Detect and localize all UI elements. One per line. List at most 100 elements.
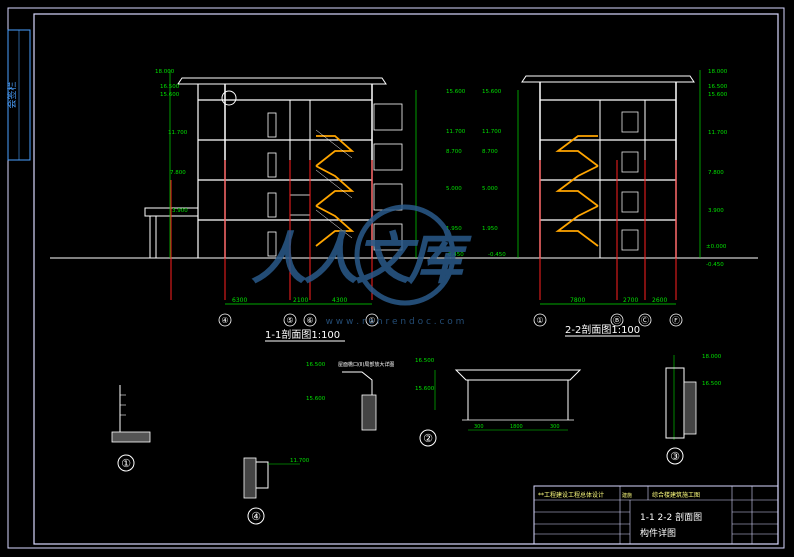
section-1-1-title: 1-1剖面图1:100 <box>265 328 340 341</box>
level-l-2-2: 8.700 <box>482 149 498 155</box>
axis-label-2-1: Ⓑ <box>613 316 621 325</box>
level-r-2-1: 16.500 <box>708 84 728 90</box>
level-r-1-0: 15.600 <box>446 89 466 95</box>
level-l-2-3: 5.000 <box>482 186 498 192</box>
detail-1-bubble <box>117 454 135 472</box>
axis-label-1-0: ④ <box>221 316 228 325</box>
eave-dim-0: 300 <box>474 424 484 430</box>
eave-cap <box>454 369 582 381</box>
dim-2-2: 2600 <box>652 297 667 304</box>
stair-flight-2-1 <box>555 135 599 167</box>
detail-2b-level-1: 15.600 <box>415 386 435 392</box>
level-l-1-5: 3.900 <box>172 208 188 214</box>
detail-3: 18.000 16.500 ③ <box>665 354 722 465</box>
axis-label-1-1: ⑤ <box>286 316 293 325</box>
detail-eave: 300 1800 300 <box>454 369 582 431</box>
level-r-2-4: 7.800 <box>708 170 724 176</box>
dim-1-1: 2100 <box>293 297 308 304</box>
outer-frame <box>7 7 785 549</box>
detail-3-bubble <box>666 447 684 465</box>
detail-4: 11.700 ④ <box>243 457 310 525</box>
axis-bubble-2-3 <box>669 313 683 327</box>
axis-bubble-1-0 <box>218 313 232 327</box>
dim-2-0: 7800 <box>570 297 585 304</box>
axis-label-1-3: ① <box>368 316 375 325</box>
level-r-2-5: 3.900 <box>708 208 724 214</box>
eave-dim-2: 300 <box>550 424 560 430</box>
watermark: 人人文库 w w w . r e n r e n d o c . c o m <box>251 204 476 327</box>
stair-rail-2 <box>315 169 353 199</box>
level-l-2-4: 1.950 <box>482 226 498 232</box>
title-block-frame <box>533 485 779 545</box>
stair-flight-2-3 <box>555 205 599 247</box>
tb-drawing-name-2: 构件详图 <box>640 527 676 539</box>
level-l-1-3: 11.700 <box>168 130 188 136</box>
level-marker-circle <box>221 90 237 106</box>
detail-3-wall <box>683 381 697 435</box>
level-r-1-4: 1.950 <box>446 226 462 232</box>
detail-2b-level-0: 16.500 <box>415 358 435 364</box>
stair-flight-3 <box>315 205 355 247</box>
detail-4-bubble <box>247 507 265 525</box>
tb-school: **工程建设工程总体设计 <box>538 491 604 499</box>
level-r-2-0: 18.000 <box>708 69 728 75</box>
level-l-2-1: 11.700 <box>482 129 502 135</box>
axis-label-2-0: ① <box>536 316 543 325</box>
tower-window-2 <box>373 143 403 171</box>
detail-3-level-1: 16.500 <box>702 381 722 387</box>
dim-1-0: 6300 <box>232 297 247 304</box>
door-3 <box>267 192 277 218</box>
detail-3-label: ③ <box>670 450 680 463</box>
window-2-3 <box>621 191 639 213</box>
inner-frame <box>33 13 779 545</box>
axis-bubble-2-1 <box>610 313 624 327</box>
tower-window-4 <box>373 223 403 251</box>
watermark-ring <box>354 204 456 306</box>
detail-1-label: ① <box>121 457 131 470</box>
roof-cornice-1 <box>177 77 387 85</box>
section-2-2-title: 2-2剖面图1:100 <box>565 323 640 336</box>
level-l-2-0: 15.600 <box>482 89 502 95</box>
watermark-url: w w w . r e n r e n d o c . c o m <box>326 317 465 327</box>
detail-2-level-0: 16.500 <box>306 362 326 368</box>
stair-rail-3 <box>315 209 353 239</box>
axis-bubble-2-2 <box>638 313 652 327</box>
stair-flight-1 <box>315 135 355 167</box>
level-l-1-2: 15.600 <box>160 92 180 98</box>
detail-2-note: 屋面檐口(Ⅱ)局部放大详图 <box>338 361 394 368</box>
door-1 <box>267 112 277 138</box>
detail-4-wall <box>243 457 257 499</box>
axis-label-2-3: Ⓕ <box>672 316 680 325</box>
detail-4-profile <box>256 461 269 489</box>
window-2-1 <box>621 111 639 133</box>
axis-bubble-2-0 <box>533 313 547 327</box>
axis-label-2-2: Ⓒ <box>641 316 649 325</box>
detail-2-wall <box>361 394 377 431</box>
axis-bubble-1-3 <box>365 313 379 327</box>
tower-window-1 <box>373 103 403 131</box>
detail-4-label: ④ <box>251 510 261 523</box>
stair-rail-1 <box>315 129 353 159</box>
level-l-1-0: 18.000 <box>155 69 175 75</box>
eave-dim-1: 1800 <box>510 424 523 430</box>
level-r-2-6: ±0.000 <box>706 244 727 250</box>
detail-2-label: ② <box>423 432 433 445</box>
stair-flight-2 <box>315 165 355 207</box>
door-4 <box>267 231 277 257</box>
level-r-2-7: -0.450 <box>706 262 724 268</box>
section-1-1: 6300 2100 4300 18.000 16.500 15.600 11.7… <box>144 69 466 342</box>
axis-bubble-1-2 <box>303 313 317 327</box>
level-r-2-3: 11.700 <box>708 130 728 136</box>
watermark-text: 人人文库 <box>251 227 472 292</box>
detail-3-level-0: 18.000 <box>702 354 722 360</box>
tb-project: 综合楼建筑施工图 <box>652 491 700 499</box>
detail-1: ① <box>111 385 151 472</box>
level-r-1-2: 8.700 <box>446 149 462 155</box>
tb-code: 建施 <box>622 492 632 499</box>
dim-1-2: 4300 <box>332 297 347 304</box>
detail-2-level-1: 15.600 <box>306 396 326 402</box>
title-block: **工程建设工程总体设计 建施 综合楼建筑施工图 1-1 2-2 剖面图 构件详… <box>533 485 779 545</box>
tb-drawing-name-1: 1-1 2-2 剖面图 <box>640 511 702 523</box>
